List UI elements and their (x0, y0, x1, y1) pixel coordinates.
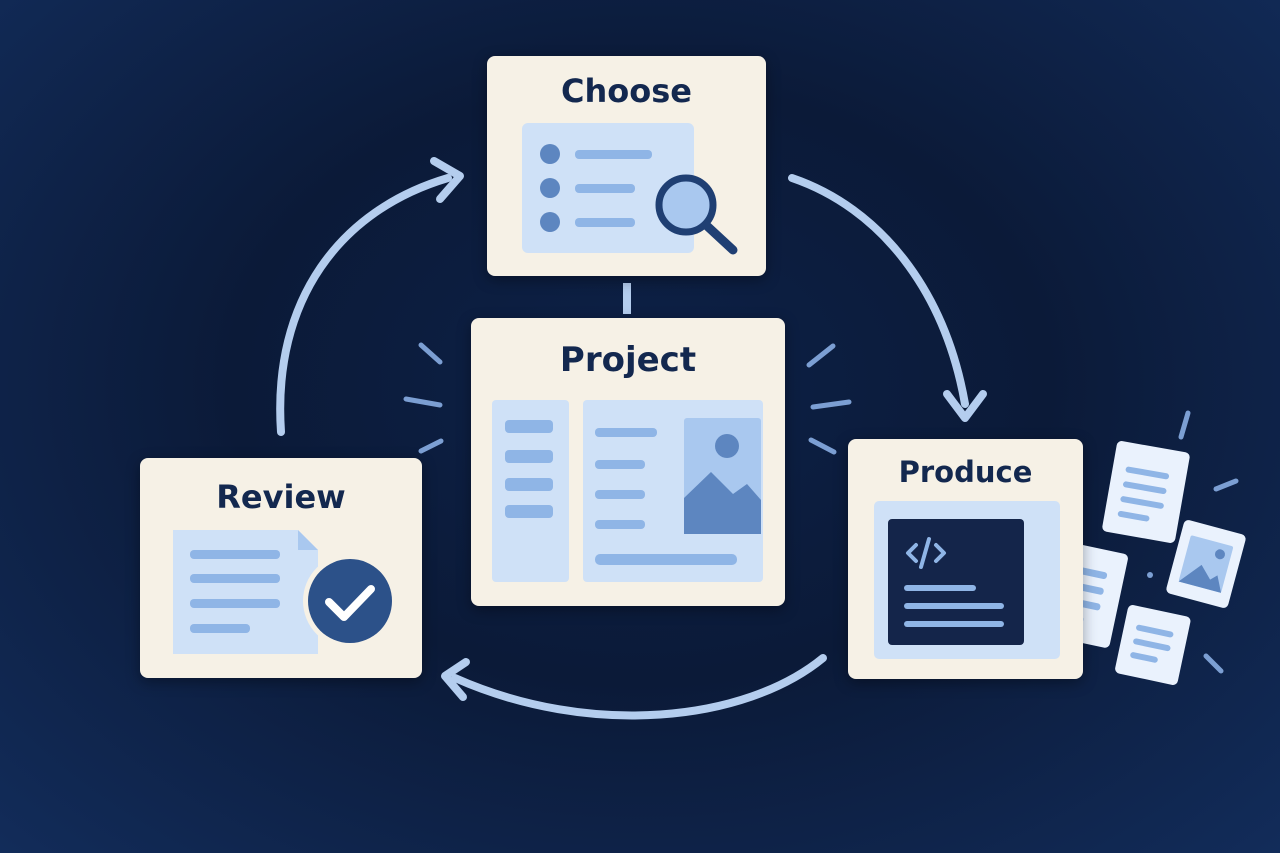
arrow-choose-to-produce-head (943, 390, 987, 422)
step-card-choose: Choose (487, 56, 766, 276)
magnifier-over-list-icon (522, 123, 738, 255)
step-card-review: Review (140, 458, 422, 678)
arrow-review-to-choose-head (430, 157, 464, 203)
step-card-project: Project (471, 318, 785, 606)
step-title-choose: Choose (561, 72, 692, 110)
web-page-layout-icon (492, 400, 763, 582)
step-title-produce: Produce (898, 455, 1033, 489)
arrow-choose-to-produce (788, 174, 969, 408)
emphasis-lines (403, 342, 1239, 674)
step-card-produce: Produce (848, 439, 1083, 679)
arrow-produce-to-review (451, 654, 827, 720)
step-title-review: Review (216, 478, 346, 516)
arrow-produce-to-review-head (441, 658, 470, 701)
arrow-review-to-choose (276, 174, 452, 436)
code-window-icon (874, 501, 1060, 659)
step-title-project: Project (559, 340, 697, 380)
document-checkmark-icon (173, 530, 397, 654)
